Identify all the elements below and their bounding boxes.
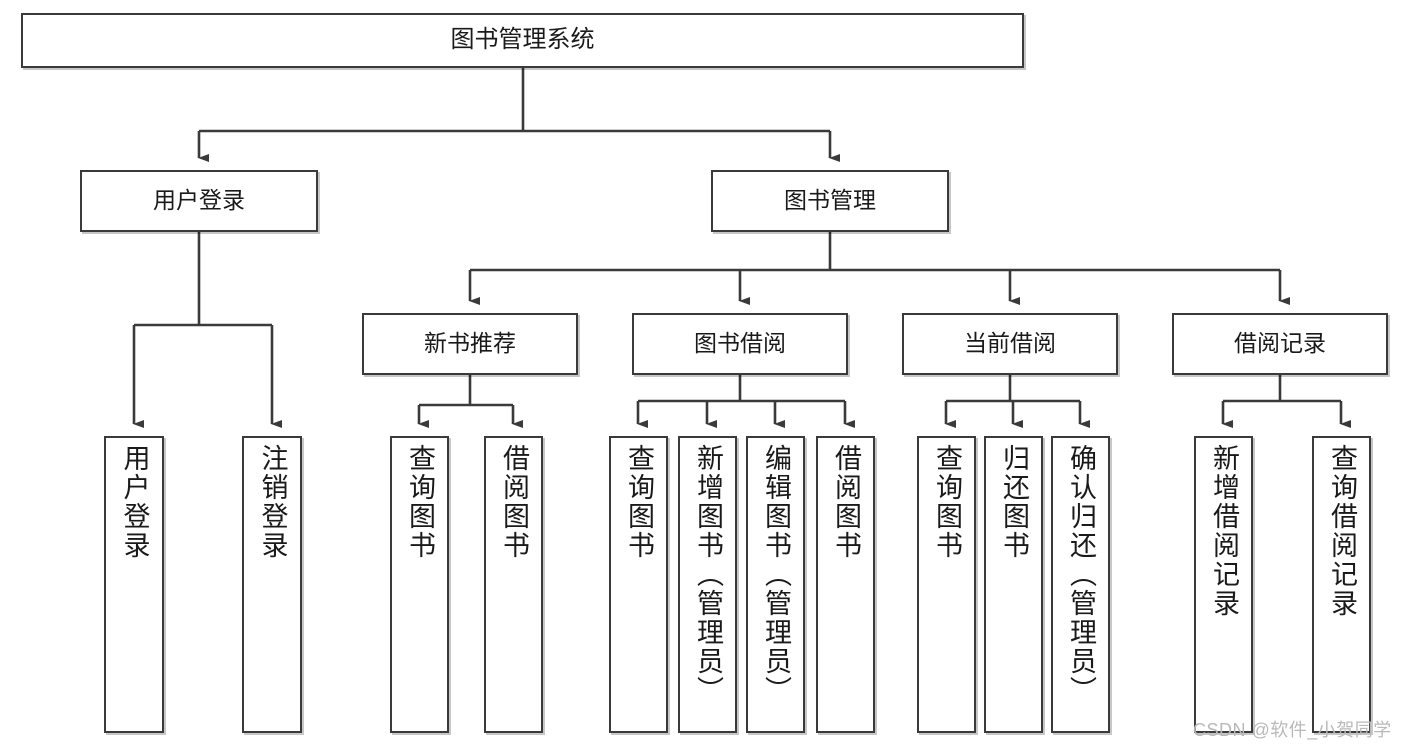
leaf-user-login-label: 用户登录	[119, 444, 150, 560]
leaf-edit-book[interactable]: 编辑图书（管理员）	[746, 436, 805, 733]
node-borrow-record-label: 借阅记录	[1234, 330, 1326, 357]
leaf-add-book-label: 新增图书（管理员）	[693, 444, 723, 705]
leaf-query-book-recommend[interactable]: 查询图书	[390, 436, 449, 733]
node-book-borrow[interactable]: 图书借阅	[632, 313, 848, 375]
node-current-borrow-label: 当前借阅	[964, 330, 1056, 357]
node-user-login-label: 用户登录	[153, 187, 245, 214]
node-book-manage-label: 图书管理	[784, 187, 876, 214]
leaf-query-book-borrow[interactable]: 查询图书	[609, 436, 668, 733]
leaf-add-borrow-record[interactable]: 新增借阅记录	[1194, 436, 1253, 733]
leaf-query-borrow-record-label: 查询借阅记录	[1327, 444, 1357, 618]
leaf-add-book[interactable]: 新增图书（管理员）	[678, 436, 737, 733]
node-new-book-recommend-label: 新书推荐	[424, 330, 516, 357]
node-borrow-record[interactable]: 借阅记录	[1172, 313, 1388, 375]
node-book-borrow-label: 图书借阅	[694, 330, 786, 357]
leaf-return-book[interactable]: 归还图书	[984, 436, 1043, 733]
node-new-book-recommend[interactable]: 新书推荐	[362, 313, 578, 375]
leaf-query-book-recommend-label: 查询图书	[405, 444, 435, 560]
leaf-borrow-book-recommend-label: 借阅图书	[499, 444, 529, 560]
leaf-add-borrow-record-label: 新增借阅记录	[1209, 444, 1239, 618]
leaf-borrow-book-recommend[interactable]: 借阅图书	[484, 436, 543, 733]
leaf-logout[interactable]: 注销登录	[242, 436, 302, 733]
leaf-logout-label: 注销登录	[257, 444, 288, 560]
leaf-edit-book-label: 编辑图书（管理员）	[761, 444, 791, 705]
leaf-query-book-borrow-label: 查询图书	[624, 444, 654, 560]
leaf-user-login[interactable]: 用户登录	[104, 436, 164, 733]
leaf-confirm-return-label: 确认归还（管理员）	[1066, 444, 1096, 705]
node-user-login[interactable]: 用户登录	[80, 170, 318, 232]
leaf-borrow-book-borrow[interactable]: 借阅图书	[816, 436, 875, 733]
leaf-query-borrow-record[interactable]: 查询借阅记录	[1312, 436, 1371, 733]
node-root[interactable]: 图书管理系统	[21, 13, 1024, 68]
leaf-confirm-return[interactable]: 确认归还（管理员）	[1051, 436, 1110, 733]
leaf-return-book-label: 归还图书	[999, 444, 1029, 560]
watermark: CSDN @软件_小贺同学	[1193, 720, 1392, 740]
leaf-borrow-book-borrow-label: 借阅图书	[831, 444, 861, 560]
leaf-query-book-current[interactable]: 查询图书	[917, 436, 976, 733]
node-root-label: 图书管理系统	[450, 26, 595, 54]
node-book-manage[interactable]: 图书管理	[711, 170, 949, 232]
node-current-borrow[interactable]: 当前借阅	[902, 313, 1118, 375]
leaf-query-book-current-label: 查询图书	[932, 444, 962, 560]
